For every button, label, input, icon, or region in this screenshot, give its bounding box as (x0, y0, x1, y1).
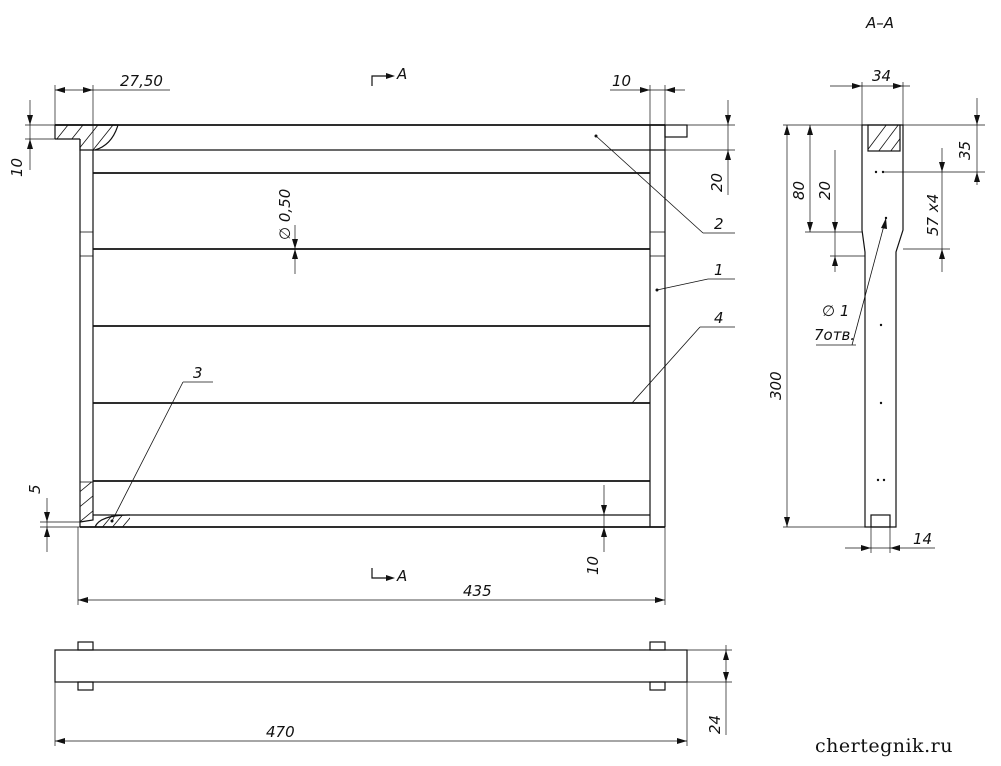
dim-sec-14: 14 (913, 530, 932, 548)
dim-sec-80: 80 (790, 181, 808, 200)
dim-sec-20: 20 (816, 181, 834, 200)
section-title: A–A (865, 14, 894, 32)
callout-2: 2 (714, 215, 724, 233)
section-dimensions: 34 35 57 x4 80 20 300 (767, 67, 985, 553)
dim-right-20: 20 (708, 173, 726, 192)
dim-left-bottom: 5 (26, 484, 44, 494)
plan-dimensions: 470 24 (54, 645, 732, 746)
section-marker-bottom: A (396, 567, 407, 585)
callout-1: 1 (714, 261, 724, 279)
dim-sec-width: 34 (872, 67, 891, 85)
dim-sec-holes-count: 7отв. (814, 326, 855, 344)
dim-sec-hole: ∅ 1 (822, 302, 849, 320)
dim-left-top: 10 (8, 158, 26, 177)
dim-length-470: 470 (266, 723, 295, 741)
section-marker-top: A (396, 65, 407, 83)
dim-depth-24: 24 (706, 715, 724, 734)
dim-width-435: 435 (463, 582, 492, 600)
section-markers: A A (371, 65, 407, 585)
callouts: 2 1 4 3 (110, 134, 735, 523)
dim-top-right-gap: 10 (612, 72, 631, 90)
front-view (54, 124, 688, 528)
plan-view (54, 641, 688, 691)
watermark: chertegnik.ru (815, 735, 953, 757)
section-view (861, 124, 904, 528)
callout-3: 3 (193, 364, 203, 382)
dim-bottom-10: 10 (584, 556, 602, 575)
front-dimensions: 27,50 10 10 20 ∅ 0,50 5 (8, 72, 735, 605)
dim-wire-dia: ∅ 0,50 (276, 189, 294, 240)
dim-sec-300: 300 (767, 371, 785, 400)
callout-4: 4 (714, 309, 724, 327)
dim-sec-35: 35 (956, 141, 974, 160)
dim-top-offset: 27,50 (120, 72, 163, 90)
dim-sec-57x4: 57 x4 (924, 194, 942, 236)
